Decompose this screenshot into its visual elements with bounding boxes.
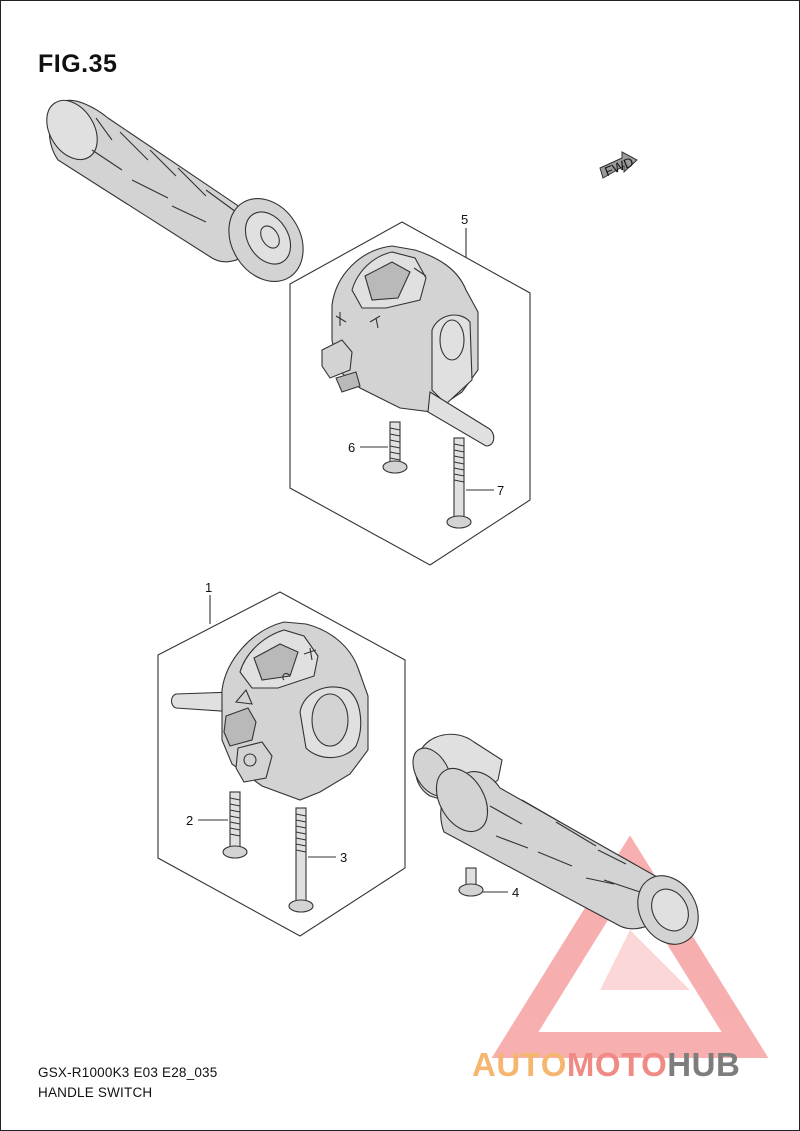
screw-3 — [288, 807, 336, 913]
watermark-hub: HUB — [667, 1046, 741, 1083]
callout-3: 3 — [340, 850, 347, 865]
callout-4: 4 — [512, 885, 519, 900]
callout-1: 1 — [205, 580, 212, 595]
right-handle-switch — [170, 621, 369, 801]
callout-7: 7 — [497, 483, 504, 498]
screw-4 — [458, 867, 508, 897]
callout-5: 5 — [461, 212, 468, 227]
lower-assembly-box — [157, 591, 406, 937]
section-name: HANDLE SWITCH — [38, 1085, 153, 1100]
model-code: GSX-R1000K3 E03 E28_035 — [38, 1065, 218, 1080]
upper-assembly-box — [289, 221, 531, 566]
left-handlebar-grip — [46, 99, 304, 282]
watermark-auto: AUTO — [472, 1046, 567, 1083]
screw-7 — [446, 437, 494, 529]
fwd-label: FWD — [603, 154, 636, 179]
figure-title: FIG.35 — [38, 50, 118, 78]
watermark-triangle-icon — [491, 835, 769, 1058]
callout-6: 6 — [348, 440, 355, 455]
screw-2 — [198, 791, 248, 859]
fwd-arrow-icon: FWD — [599, 151, 638, 179]
left-handle-switch — [321, 245, 495, 447]
throttle-grip — [412, 733, 699, 945]
callout-2: 2 — [186, 813, 193, 828]
watermark-moto: MOTO — [566, 1046, 668, 1083]
watermark-logo: AUTOMOTOHUB — [472, 1046, 740, 1084]
screw-6 — [360, 421, 408, 474]
